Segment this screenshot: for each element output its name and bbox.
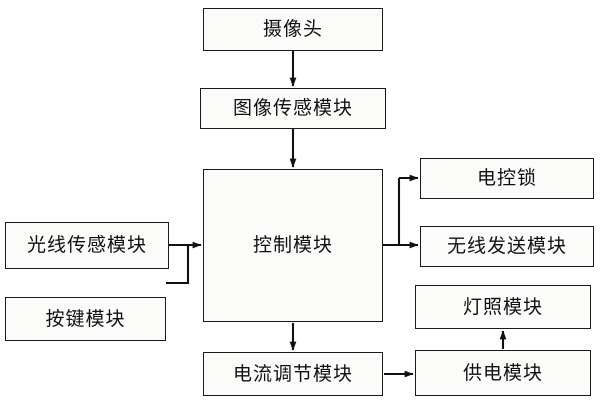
node-image-sensor-label: 图像传感模块 [232, 97, 353, 119]
node-image-sensor[interactable]: 图像传感模块 [200, 88, 386, 129]
node-control[interactable]: 控制模块 [203, 169, 383, 322]
node-current-regulator-label: 电流调节模块 [232, 362, 353, 385]
node-lock-label: 电控锁 [476, 167, 537, 189]
node-current-regulator[interactable]: 电流调节模块 [203, 352, 383, 396]
edge-control-right-trunk [383, 178, 401, 247]
node-wireless[interactable]: 无线发送模块 [420, 226, 594, 267]
node-wireless-label: 无线发送模块 [446, 235, 567, 257]
node-control-label: 控制模块 [252, 234, 333, 256]
edge-key-to-control [166, 245, 190, 285]
node-lamp[interactable]: 灯照模块 [415, 285, 591, 329]
node-lamp-label: 灯照模块 [462, 295, 543, 318]
node-key[interactable]: 按键模块 [5, 297, 166, 341]
node-camera-label: 摄像头 [262, 18, 323, 40]
node-key-label: 按键模块 [45, 307, 126, 330]
node-light-sensor[interactable]: 光线传感模块 [5, 222, 169, 269]
node-lock[interactable]: 电控锁 [420, 158, 594, 199]
node-light-sensor-label: 光线传感模块 [26, 234, 147, 256]
node-power-supply[interactable]: 供电模块 [415, 350, 591, 396]
node-camera[interactable]: 摄像头 [203, 8, 383, 51]
node-power-supply-label: 供电模块 [462, 361, 543, 384]
